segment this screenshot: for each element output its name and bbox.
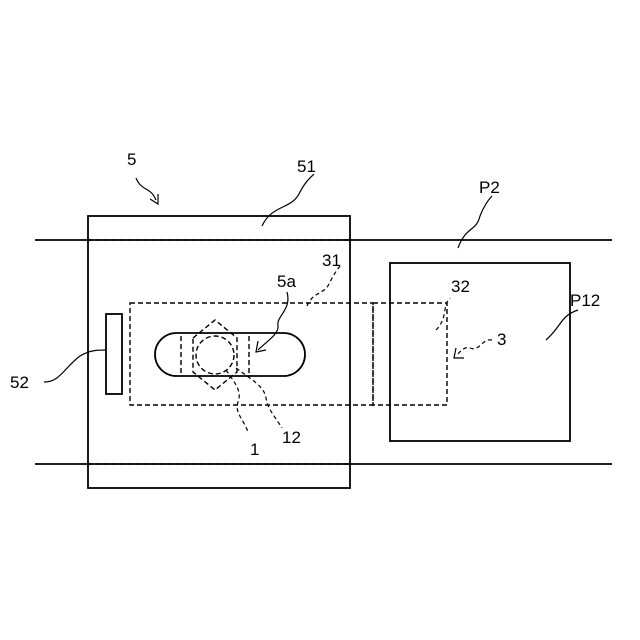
label-P12: P12 <box>570 291 600 310</box>
hidden-hex-nut-12 <box>193 320 237 390</box>
label-5a: 5a <box>277 272 296 291</box>
label-52: 52 <box>10 373 29 392</box>
hidden-bolt-1 <box>196 336 234 374</box>
leader-12 <box>236 368 282 428</box>
member-51-rect <box>88 216 350 488</box>
leader-5a <box>258 292 288 350</box>
leader-51 <box>262 174 314 226</box>
block-P12-rect <box>390 263 570 441</box>
leader-31 <box>307 266 340 306</box>
label-12: 12 <box>282 428 301 447</box>
label-32: 32 <box>451 277 470 296</box>
leader-P12 <box>546 310 578 340</box>
leader-1 <box>226 370 248 432</box>
label-51: 51 <box>297 157 316 176</box>
label-5: 5 <box>127 150 136 169</box>
handle-52 <box>106 314 122 394</box>
label-3: 3 <box>497 330 506 349</box>
label-P2: P2 <box>479 178 500 197</box>
slot-5a <box>155 333 305 376</box>
hidden-part-32 <box>373 303 447 405</box>
leader-52 <box>44 350 106 382</box>
leader-5 <box>136 178 156 200</box>
label-31: 31 <box>322 251 341 270</box>
leader-3 <box>456 340 492 356</box>
hidden-part-31 <box>130 303 373 405</box>
label-1: 1 <box>250 440 259 459</box>
